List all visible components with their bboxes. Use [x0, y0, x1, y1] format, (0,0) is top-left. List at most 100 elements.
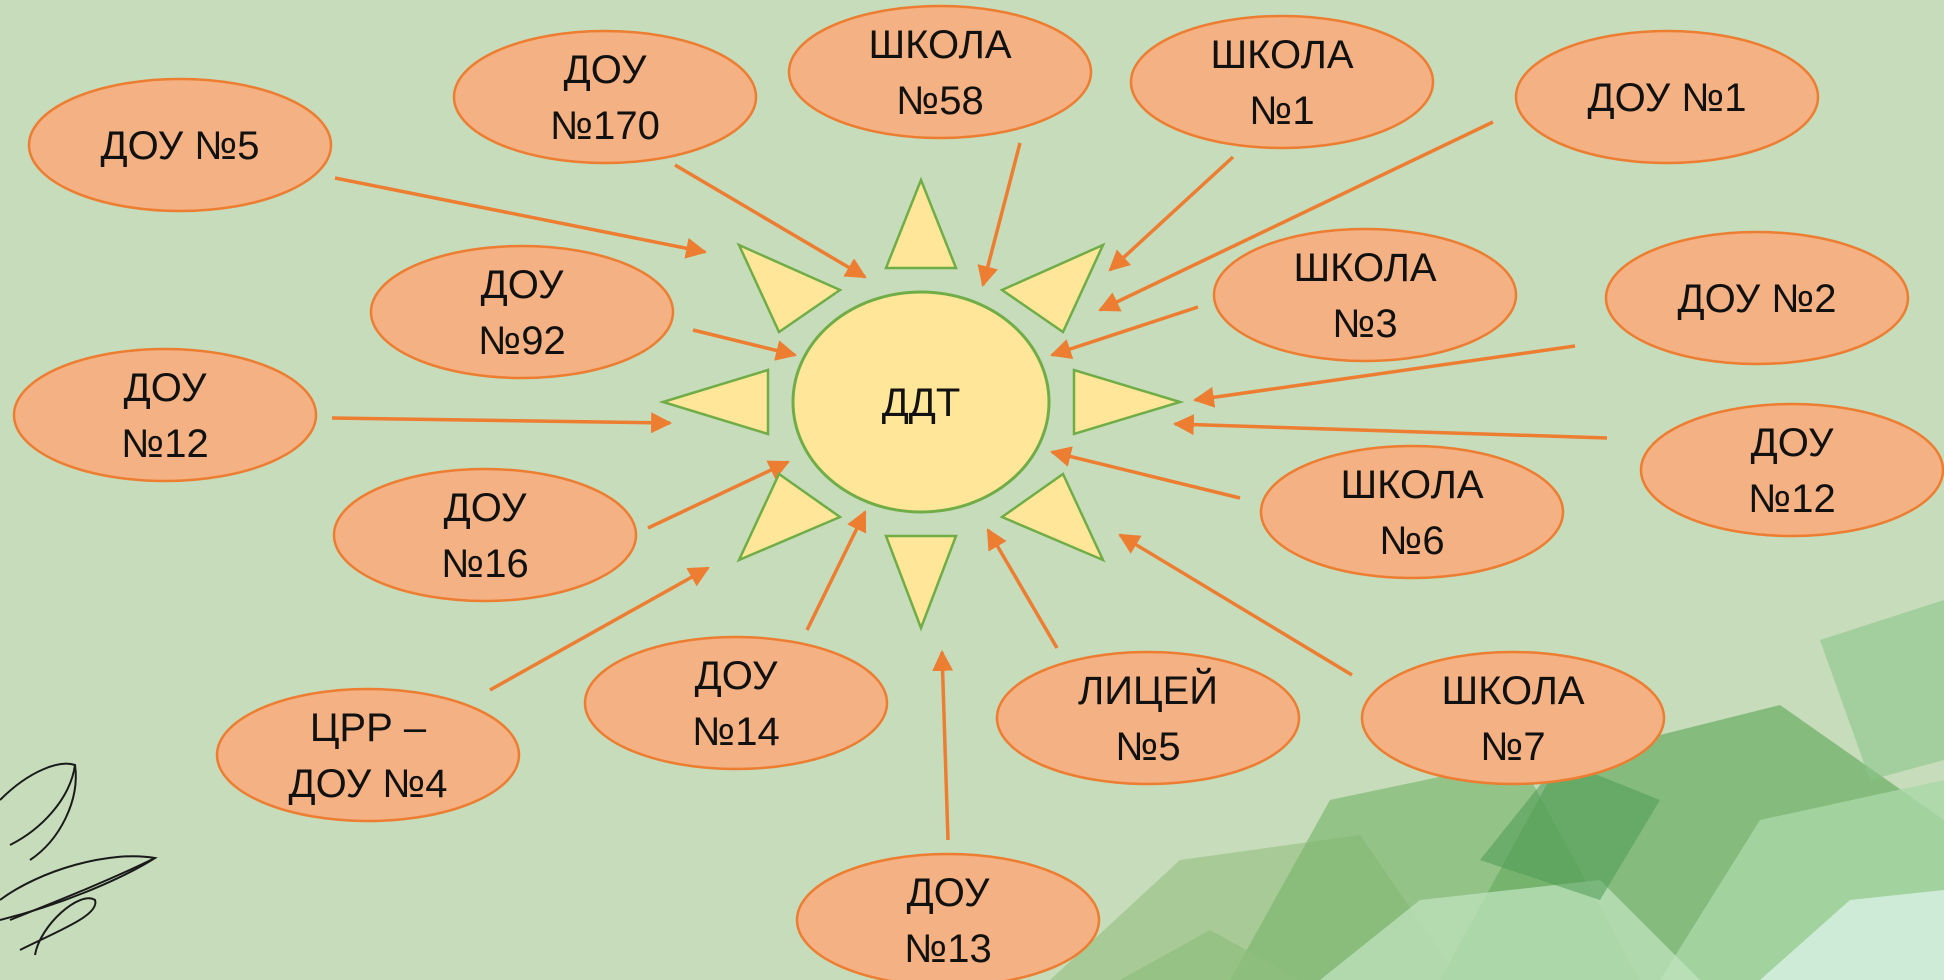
node-ellipse: [215, 687, 521, 823]
node-dou2: ДОУ №2: [1604, 230, 1910, 366]
connector-arrow: [1192, 344, 1576, 408]
node-dou12-left: ДОУ №12: [12, 347, 318, 483]
center-label: ДДТ: [882, 381, 961, 425]
node-ellipse: [995, 650, 1301, 786]
node-label: ДОУ: [907, 871, 990, 915]
node-school58: ШКОЛА №58: [787, 4, 1093, 140]
node-dou13: ДОУ №13: [795, 852, 1101, 980]
connector-arrow: [1050, 305, 1199, 360]
node-label: №7: [1480, 725, 1545, 769]
node-ellipse: [787, 4, 1093, 140]
connector-arrow: [692, 328, 798, 361]
node-label: ДОУ №2: [1677, 277, 1836, 321]
node-ellipse: [452, 29, 758, 165]
node-label: №170: [550, 104, 660, 148]
sun-ray: [999, 242, 1106, 334]
decor-shard: [1120, 930, 1300, 980]
connector-arrow: [489, 566, 710, 692]
node-school1: ШКОЛА №1: [1129, 14, 1435, 150]
sun-center: [791, 290, 1051, 514]
node-label: ШКОЛА: [1293, 246, 1436, 290]
decor-shard: [1820, 600, 1944, 780]
node-ellipse: [795, 852, 1101, 980]
connector-arrow: [1118, 533, 1353, 677]
decor-shard: [1760, 890, 1944, 980]
connector-arrow: [986, 528, 1059, 649]
connector-arrow: [331, 412, 673, 434]
corner-decoration: [1050, 600, 1944, 980]
sun-ray: [884, 534, 958, 632]
node-label: №6: [1379, 519, 1444, 563]
node-label: ДОУ №5: [100, 124, 259, 168]
connector-arrow: [674, 163, 867, 279]
node-label: №3: [1332, 302, 1397, 346]
node-dou16: ДОУ №16: [332, 467, 638, 603]
node-lyceum5: ЛИЦЕЙ №5: [995, 650, 1301, 786]
connector-arrow: [977, 142, 1022, 288]
node-label: №1: [1249, 89, 1314, 133]
node-ellipse: [1604, 230, 1910, 366]
connector-arrow: [1108, 155, 1235, 272]
node-dou12-right: ДОУ №12: [1639, 402, 1944, 538]
sun-ray: [658, 368, 770, 436]
node-label: ДОУ: [124, 366, 207, 410]
node-ellipse: [1514, 29, 1820, 165]
node-school6: ШКОЛА №6: [1259, 444, 1565, 580]
arrows: [331, 120, 1608, 841]
node-dou14: ДОУ №14: [583, 635, 889, 771]
connector-arrow: [1098, 120, 1494, 312]
node-ellipse: [27, 77, 333, 213]
node-label: ДОУ: [564, 48, 647, 92]
connector-arrow: [1172, 414, 1608, 440]
node-label: №13: [904, 927, 991, 971]
node-ellipse: [369, 244, 675, 380]
decor-shard: [1480, 760, 1660, 900]
node-label: ДОУ №1: [1587, 76, 1746, 120]
node-label: ЦРР –: [310, 706, 427, 750]
sun-ray: [999, 472, 1106, 563]
leaf-sketch-icon: [0, 762, 158, 956]
sun-rays: [658, 176, 1185, 632]
connector-arrow: [805, 510, 867, 631]
node-label: ДОУ: [481, 263, 564, 307]
node-ellipse: [583, 635, 889, 771]
node-label: ДОУ: [444, 486, 527, 530]
connector-arrow: [647, 460, 790, 530]
node-ellipse: [12, 347, 318, 483]
node-label: №14: [692, 710, 779, 754]
node-label: №16: [441, 542, 528, 586]
node-ellipse: [332, 467, 638, 603]
node-ellipse: [1129, 14, 1435, 150]
connector-arrow: [334, 176, 708, 259]
node-crr-dou4: ЦРР – ДОУ №4: [215, 687, 521, 823]
sun-ray: [736, 242, 843, 334]
node-label: №58: [896, 79, 983, 123]
node-school3: ШКОЛА №3: [1212, 227, 1518, 363]
node-label: ДОУ: [1751, 421, 1834, 465]
node-label: ЛИЦЕЙ: [1078, 667, 1218, 713]
node-school7: ШКОЛА №7: [1360, 650, 1666, 786]
node-label: ШКОЛА: [868, 23, 1011, 67]
sun-ray: [1072, 368, 1185, 436]
node-label: ШКОЛА: [1210, 33, 1353, 77]
node-ellipse: [1360, 650, 1666, 786]
node-dou170: ДОУ №170: [452, 29, 758, 165]
node-label: №5: [1115, 725, 1180, 769]
connector-arrow: [932, 649, 954, 841]
node-label: №12: [121, 422, 208, 466]
node-ellipse: [1212, 227, 1518, 363]
connector-arrow: [1049, 446, 1241, 500]
node-dou5: ДОУ №5: [27, 77, 333, 213]
node-ellipse: [1259, 444, 1565, 580]
decor-shard: [1320, 880, 1700, 980]
node-label: ШКОЛА: [1340, 463, 1483, 507]
node-label: ДОУ №4: [288, 762, 447, 806]
node-label: №12: [1748, 477, 1835, 521]
node-ellipse: [1639, 402, 1944, 538]
node-label: ДОУ: [695, 654, 778, 698]
node-dou1: ДОУ №1: [1514, 29, 1820, 165]
node-label: ШКОЛА: [1441, 669, 1584, 713]
